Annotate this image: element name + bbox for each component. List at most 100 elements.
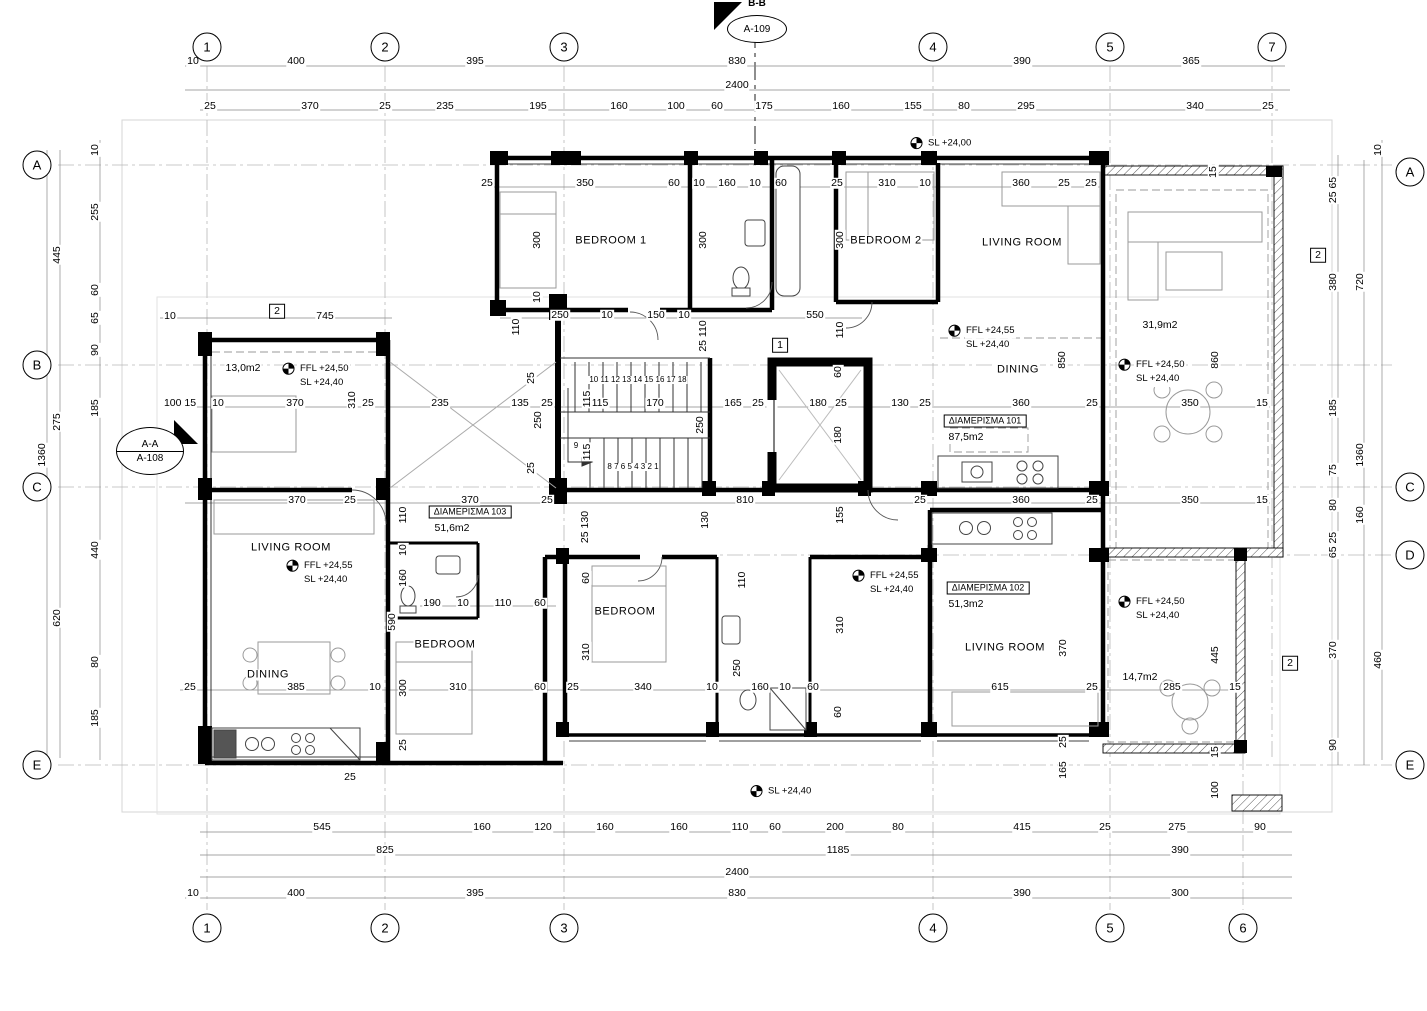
grid-bubble-E: E [1395, 750, 1425, 780]
level-text: SL +24,40 [869, 583, 920, 598]
dim-label: 160 [717, 176, 737, 189]
dim-label: 250 [550, 308, 570, 321]
dim-label: 190 [422, 596, 442, 609]
level-text: FFL +24,55 [869, 569, 920, 584]
area-label: 51,3m2 [947, 597, 985, 610]
dim-label: 365 [1181, 54, 1201, 67]
dim-label: 110 [396, 505, 409, 525]
dim-label: 1360 [35, 442, 48, 468]
dim-label: 155 [833, 505, 846, 525]
dim-label: 25 [1085, 493, 1099, 506]
dim-label: 25 [830, 176, 844, 189]
dim-label: 60 [774, 176, 788, 189]
dim-label: 370 [300, 99, 320, 112]
dim-label: 10 [692, 176, 706, 189]
apartment-label: ΔΙΑΜΕΡΙΣΜΑ 101 [943, 414, 1027, 428]
dim-label: 10 11 12 13 14 15 16 17 18 [588, 375, 688, 384]
dim-label: 100 15 [162, 396, 198, 409]
level-text: SL +24,40 [1135, 609, 1186, 624]
apartment-label: ΔΙΑΜΕΡΙΣΜΑ 102 [946, 581, 1030, 595]
dim-label: 370 [1326, 640, 1339, 660]
dim-label: 10 [396, 543, 409, 557]
dim-label: 25 [566, 680, 580, 693]
dim-label: 80 [957, 99, 971, 112]
dim-label: 360 [1011, 493, 1031, 506]
dim-label: 25 [913, 493, 927, 506]
dim-label: 825 [375, 843, 395, 856]
grid-bubble-1: 1 [192, 32, 222, 62]
dim-label: 350 [1180, 493, 1200, 506]
dim-label: 445 [1208, 645, 1221, 665]
dim-label: 360 [1011, 176, 1031, 189]
dim-label: 860 [1208, 350, 1221, 370]
dim-label: 350 [1180, 396, 1200, 409]
furniture [211, 171, 1263, 735]
dim-label: 720 [1353, 272, 1366, 292]
level-text: FFL +24,50 [1135, 595, 1186, 610]
dim-label: 60 [533, 680, 547, 693]
grid-bubble-2: 2 [370, 913, 400, 943]
dim-label: 615 [990, 680, 1010, 693]
area-label: 31,9m2 [1141, 318, 1179, 331]
dim-label: 25 [480, 176, 494, 189]
area-label: 14,7m2 [1121, 670, 1159, 683]
dim-label: 10 [677, 308, 691, 321]
level-icon [852, 569, 865, 582]
dim-label: 60 [579, 571, 592, 585]
level-icon [750, 785, 763, 798]
level-text: FFL +24,50 [299, 362, 350, 377]
dim-label: 25 [524, 461, 537, 475]
dim-label: 195 [528, 99, 548, 112]
grid-lines [58, 66, 1392, 910]
dim-label: 60 [710, 99, 724, 112]
dim-label: 385 [286, 680, 306, 693]
dim-label: 390 [1012, 886, 1032, 899]
dim-label: 90 [88, 343, 101, 357]
grid-bubble-3: 3 [549, 913, 579, 943]
dim-label: 25 [1085, 396, 1099, 409]
dim-label: 10 [368, 680, 382, 693]
level-text: SL +24,40 [767, 784, 813, 799]
section-sheet-top: A-109 [743, 23, 771, 35]
dim-label: 110 [509, 317, 522, 337]
grid-bubble-2: 2 [370, 32, 400, 62]
level-text: SL +24,40 [965, 338, 1016, 353]
room-label: LIVING ROOM [981, 236, 1063, 249]
dim-label: 80 [891, 820, 905, 833]
dim-label: 415 [1012, 820, 1032, 833]
dim-label: 25 [540, 396, 554, 409]
dim-label: 160 [1353, 505, 1366, 525]
dim-label: 25 65 [1326, 175, 1339, 205]
dim-label: 10 [748, 176, 762, 189]
dim-label: 10 [456, 596, 470, 609]
dim-label: 25 [1084, 176, 1098, 189]
grid-bubble-C: C [22, 472, 52, 502]
level-annotation: SL +24,40 [750, 784, 813, 799]
dim-label: 175 [754, 99, 774, 112]
dim-label: 130 [890, 396, 910, 409]
dim-label: 10 [211, 396, 225, 409]
hatched-walls [1102, 165, 1284, 812]
dim-label: 445 [50, 245, 63, 265]
dim-label: 135 [510, 396, 530, 409]
section-flag-left-icon [174, 420, 198, 444]
room-label: BEDROOM [413, 638, 477, 651]
dim-label: 60 [806, 680, 820, 693]
section-sheet-left: A-108 [136, 452, 164, 464]
dim-label: 370 [1056, 638, 1069, 658]
dim-label: 160 [609, 99, 629, 112]
dim-label: 25 [1057, 176, 1071, 189]
dim-label: 300 [833, 230, 846, 250]
dim-label: 10 [163, 309, 177, 322]
dim-label: 25 [1098, 820, 1112, 833]
dim-label: 10 [530, 290, 543, 304]
dim-label: 60 [533, 596, 547, 609]
dim-label: 180 [808, 396, 828, 409]
dim-label: 25 [396, 738, 409, 752]
dim-label: 60 [831, 705, 844, 719]
grid-bubble-A: A [22, 150, 52, 180]
level-icon [910, 137, 923, 150]
